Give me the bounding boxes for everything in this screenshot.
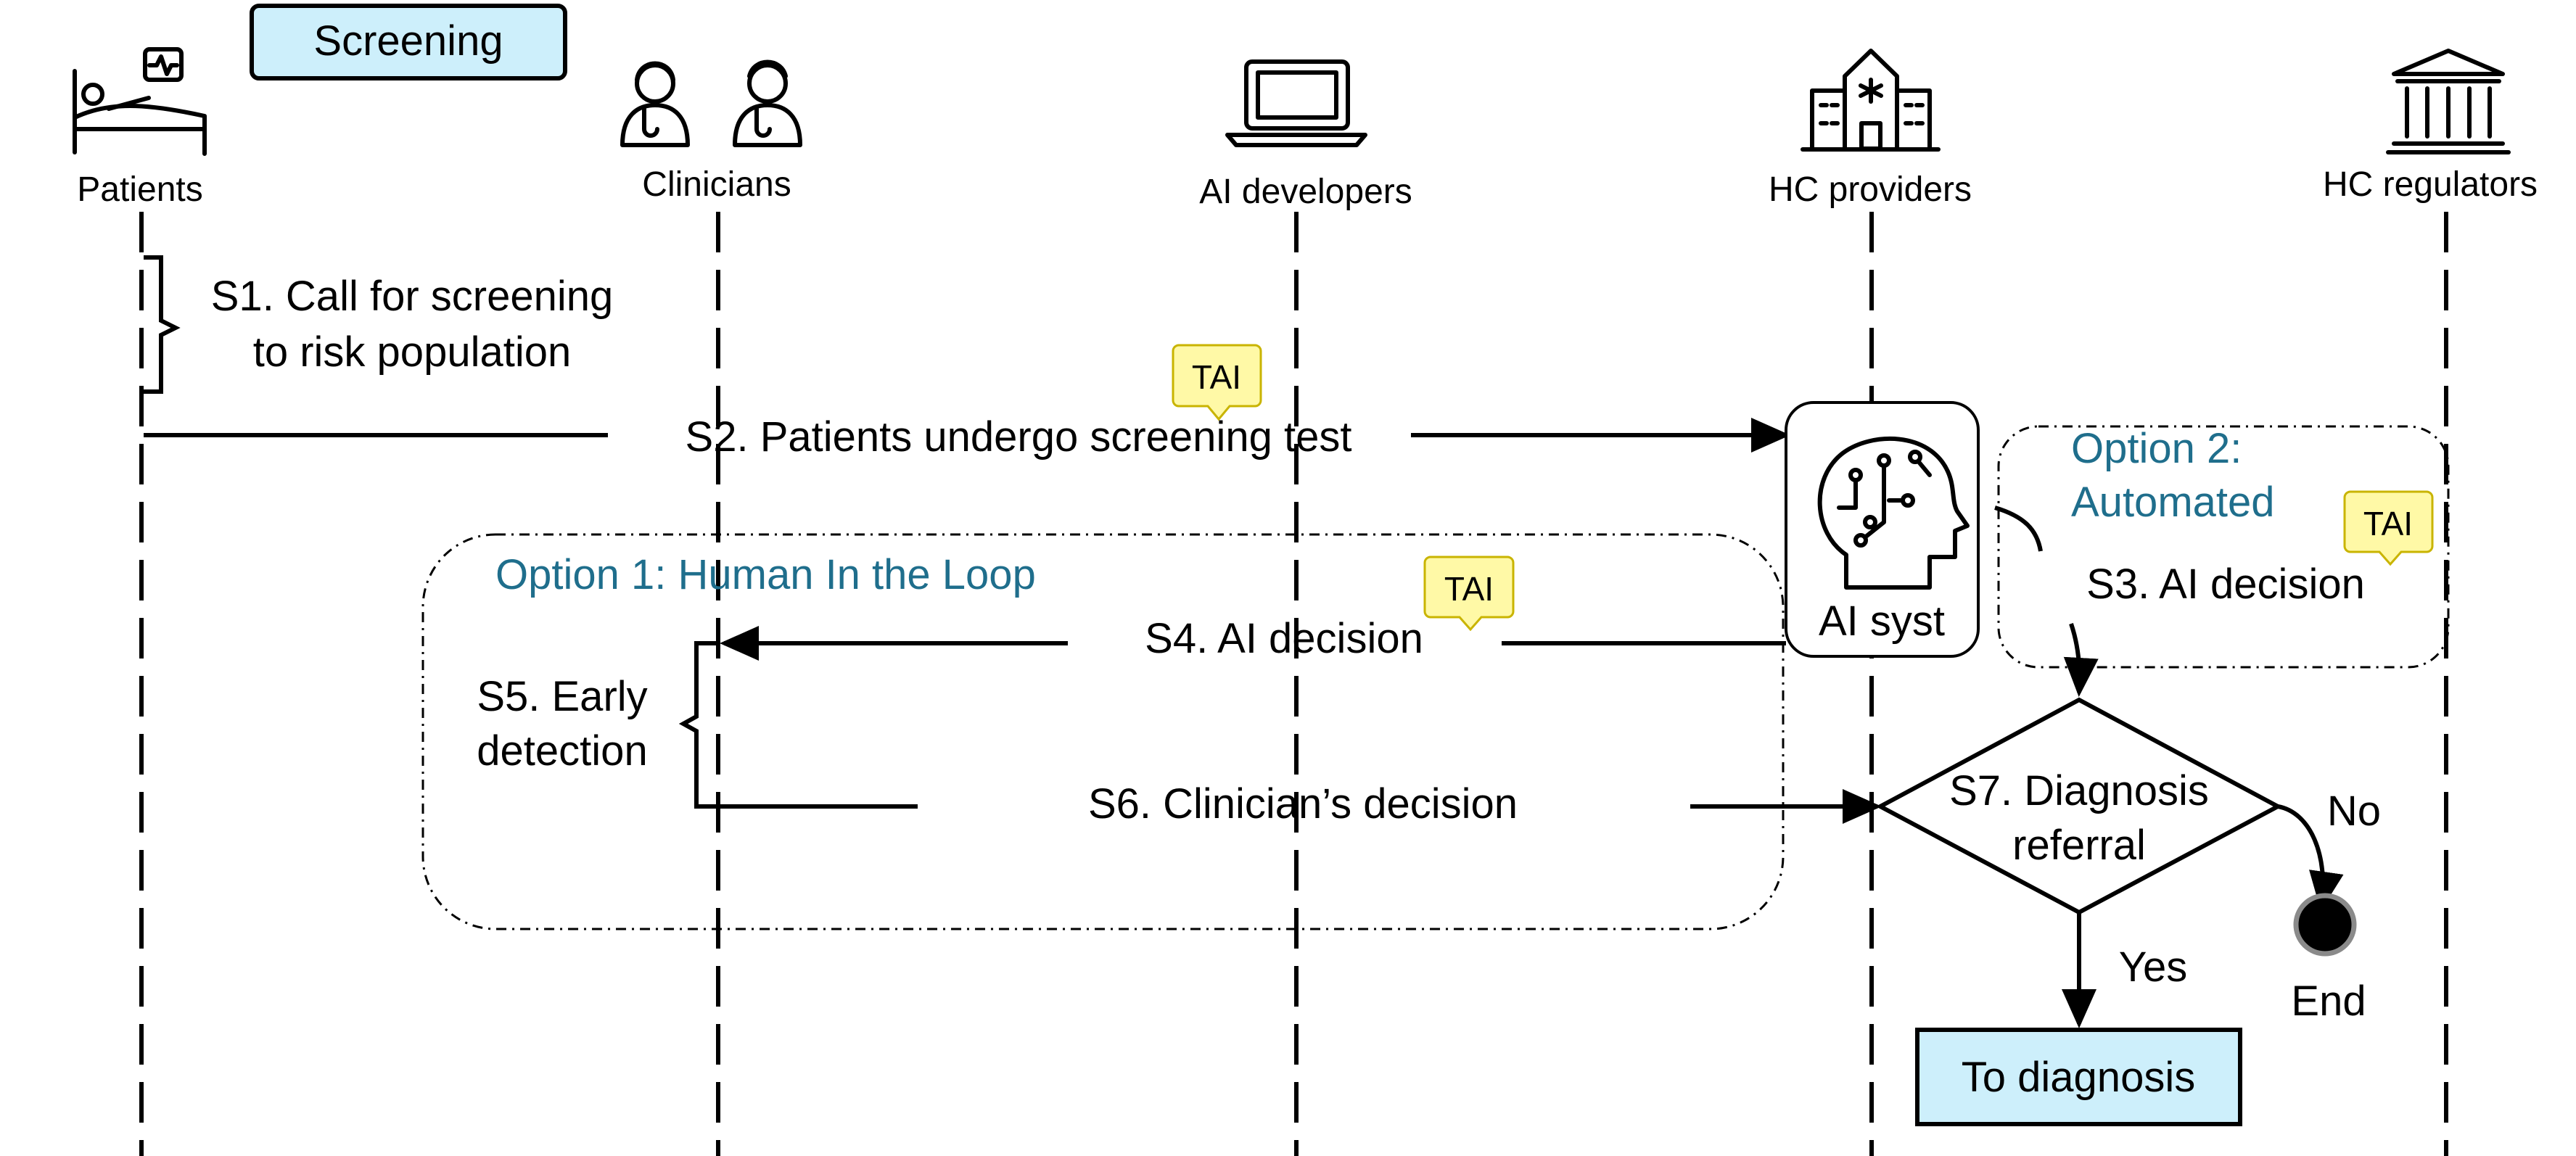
no-arrow — [2277, 804, 2344, 911]
option1-label: Option 1: Human In the Loop — [495, 551, 1036, 598]
ai-system-box — [1785, 401, 1980, 658]
s5-text-line2: detection — [477, 727, 647, 775]
s5-text-line1: S5. Early — [477, 673, 647, 720]
s2-text: S2. Patients undergo screening test — [686, 413, 1352, 461]
actor-label-hc-providers: HC providers — [1769, 170, 1972, 209]
s6-text: S6. Clinician’s decision — [1088, 780, 1518, 827]
ai-brain-icon — [1817, 436, 1970, 590]
tai-tag-s4-text: TAI — [1444, 570, 1494, 608]
s7-text-line1: S7. Diagnosis — [1949, 767, 2209, 814]
s5-brace — [678, 641, 717, 809]
tai-tag-s3-text: TAI — [2363, 505, 2413, 542]
yes-label: Yes — [2119, 944, 2188, 991]
s7-text-line2: referral — [2012, 822, 2146, 869]
hospital-icon — [1801, 49, 1941, 152]
s4-text: S4. AI decision — [1145, 615, 1423, 662]
actor-label-patients: Patients — [77, 170, 202, 209]
s1-brace — [144, 255, 181, 394]
title-box — [250, 4, 567, 80]
patient-bed-icon — [73, 47, 207, 156]
diagram-title: Screening — [313, 17, 503, 65]
no-label: No — [2327, 788, 2381, 835]
tai-tag-s3: TAI — [2343, 490, 2434, 566]
s3-text: S3. AI decision — [2086, 561, 2365, 608]
actor-label-clinicians: Clinicians — [642, 165, 791, 204]
laptop-icon — [1225, 59, 1367, 147]
to-diagnosis-label: To diagnosis — [1962, 1054, 2195, 1101]
option1-frame — [421, 533, 1785, 930]
s3-arrow — [2063, 623, 2099, 697]
s1-text-line2: to risk population — [253, 329, 571, 376]
actor-label-hc-regulators: HC regulators — [2323, 165, 2538, 204]
to-diagnosis-box — [1915, 1028, 2242, 1126]
clinicians-icon — [620, 59, 802, 147]
end-node — [2293, 893, 2357, 957]
option2-label-line1: Option 2: — [2071, 425, 2242, 472]
ai-system-label: AI syst — [1819, 598, 1945, 645]
tai-tag-s2: TAI — [1172, 344, 1262, 421]
s1-text-line1: S1. Call for screening — [211, 273, 613, 320]
actor-label-ai-developers: AI developers — [1199, 173, 1412, 211]
end-label: End — [2291, 978, 2366, 1025]
government-building-icon — [2386, 49, 2511, 154]
option2-frame — [1997, 425, 2450, 669]
s3-curve — [1994, 505, 2043, 552]
tai-tag-s2-text: TAI — [1192, 358, 1241, 396]
tai-tag-s4: TAI — [1423, 556, 1515, 632]
option2-label-line2: Automated — [2071, 479, 2275, 526]
